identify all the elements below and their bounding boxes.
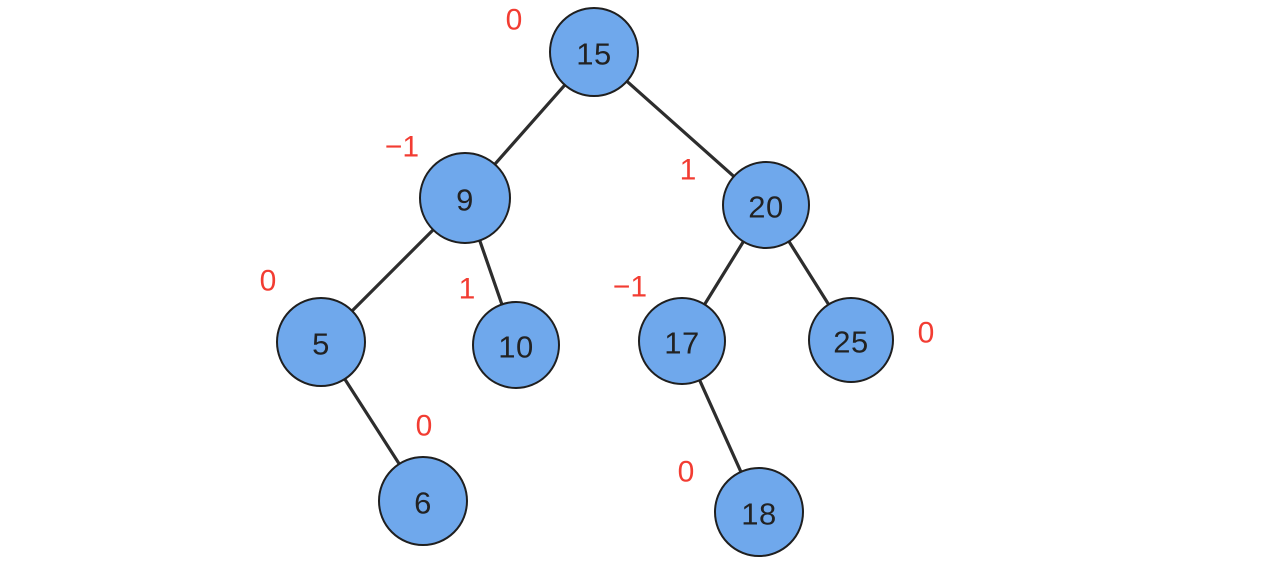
tree-node-15: 15 0	[506, 4, 639, 97]
balance-factor-label: 0	[416, 410, 433, 443]
node-circle	[419, 152, 511, 244]
tree-node-10: 10 1	[459, 273, 560, 389]
node-value: 17	[664, 326, 699, 361]
tree-node-25: 25 0	[808, 297, 935, 383]
node-circle	[472, 301, 560, 389]
balance-factor-label: 0	[260, 265, 277, 298]
balance-factor-label: −1	[613, 271, 647, 304]
node-circle	[638, 297, 726, 385]
node-circle	[722, 161, 810, 249]
node-circle	[378, 456, 468, 546]
node-circle	[549, 7, 639, 97]
tree-node-9: 9 −1	[385, 131, 511, 244]
node-value: 5	[312, 327, 330, 362]
balance-factor-label: 1	[459, 273, 476, 306]
node-value: 20	[748, 190, 783, 225]
node-value: 25	[833, 325, 868, 360]
balance-factor-label: 0	[918, 317, 935, 350]
node-value: 9	[456, 183, 474, 218]
balance-factor-label: 1	[680, 154, 697, 187]
node-circle	[808, 297, 894, 383]
balance-factor-label: 0	[506, 4, 523, 37]
tree-node-20: 20 1	[680, 154, 810, 249]
node-value: 18	[741, 497, 776, 532]
balance-factor-label: 0	[678, 456, 695, 489]
tree-node-17: 17 −1	[613, 271, 726, 385]
balance-factor-label: −1	[385, 131, 419, 164]
node-value: 10	[498, 330, 533, 365]
node-value: 15	[576, 37, 611, 72]
tree-node-5: 50	[260, 265, 366, 387]
node-circle	[276, 297, 366, 387]
tree-node-6: 60	[378, 410, 468, 546]
node-value: 6	[414, 486, 432, 521]
node-circle	[714, 467, 804, 557]
tree-node-18: 18 0	[678, 456, 804, 557]
